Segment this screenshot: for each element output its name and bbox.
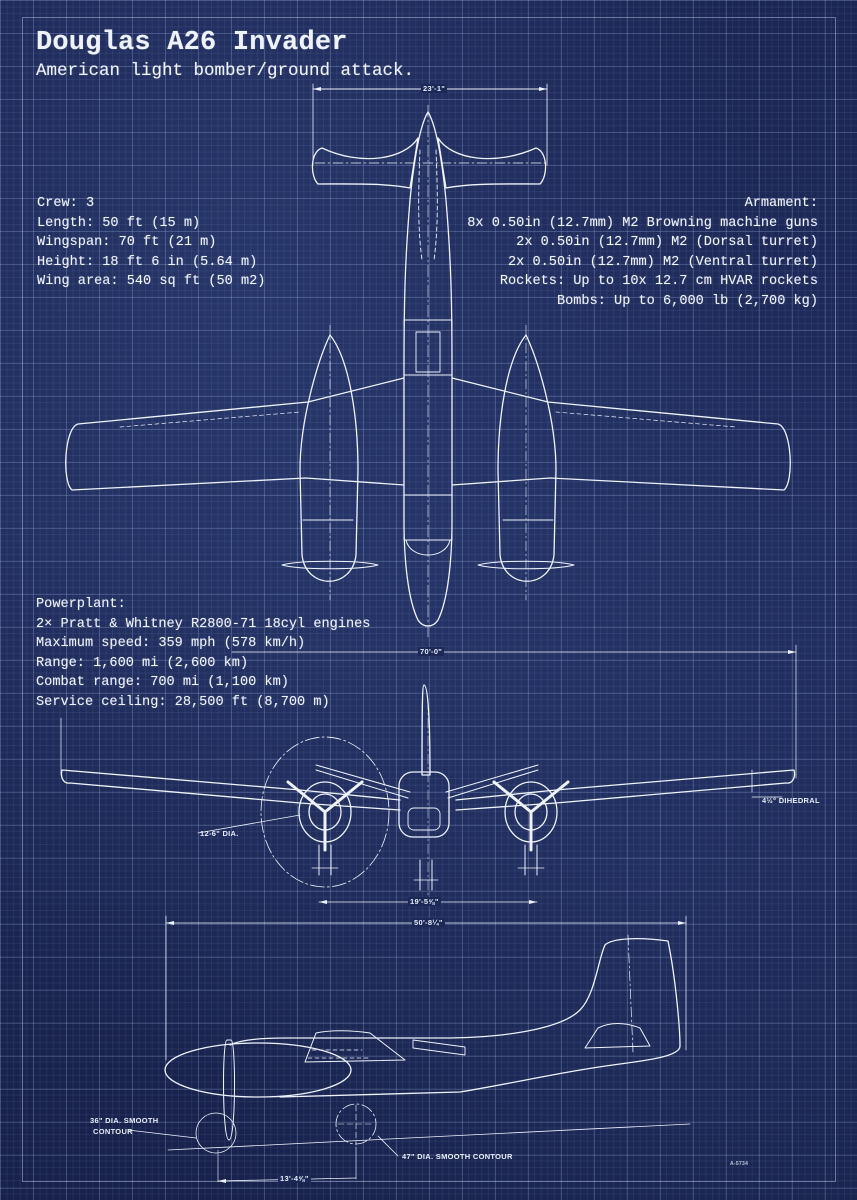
track-dim-label: 19'-5⅝" (408, 897, 441, 906)
general-specs: Crew: 3 Length: 50 ft (15 m) Wingspan: 7… (37, 194, 265, 292)
dihedral-label: 4½° DIHEDRAL (762, 796, 820, 805)
wheel-contour-label: 47" DIA. SMOOTH CONTOUR (402, 1152, 513, 1161)
tailplane-span-label: 23'-1" (421, 84, 448, 93)
wingspan-dim-label: 70'-0" (418, 647, 445, 656)
prop-diameter-label: 12-6" DIA. (200, 829, 239, 838)
performance-item: Range: 1,600 mi (2,600 km) (36, 655, 249, 671)
spec-wingspan: Wingspan: 70 ft (21 m) (37, 235, 217, 251)
spec-crew: Crew: 3 (37, 196, 95, 211)
performance-item: 2× Pratt & Whitney R2800-71 18cyl engine… (36, 616, 371, 632)
performance-item: Service ceiling: 28,500 ft (8,700 m) (36, 694, 330, 710)
drawing-ref-label: A-5734 (730, 1161, 749, 1167)
performance-item: Combat range: 700 mi (1,100 km) (36, 675, 289, 691)
side-view-drawing (127, 915, 691, 1183)
armament-item: 8x 0.50in (12.7mm) M2 Browning machine g… (467, 215, 818, 231)
armament-item: Bombs: Up to 6,000 lb (2,700 kg) (556, 293, 818, 309)
nose-contour-label: 36" DIA. SMOOTH (90, 1116, 159, 1125)
armament-heading: Armament: (744, 196, 818, 211)
plan-view-drawing (65, 83, 791, 641)
spec-height: Height: 18 ft 6 in (5.64 m) (37, 254, 258, 270)
page-subtitle: American light bomber/ground attack. (36, 61, 415, 81)
front-view-drawing (60, 644, 797, 906)
powerplant-heading: Powerplant: (36, 597, 126, 612)
armament-item: 2x 0.50in (12.7mm) M2 (Ventral turret) (508, 254, 818, 270)
performance-item: Maximum speed: 359 mph (578 km/h) (36, 636, 306, 652)
performance-specs: Powerplant: 2× Pratt & Whitney R2800-71 … (36, 595, 370, 713)
page-title: Douglas A26 Invader (36, 28, 348, 58)
spec-wing-area: Wing area: 540 sq ft (50 m2) (37, 274, 266, 290)
nose-contour-label-2: CONTOUR (93, 1127, 133, 1136)
border-frame (22, 17, 836, 1182)
armament-item: 2x 0.50in (12.7mm) M2 (Dorsal turret) (516, 235, 818, 251)
nose-to-gear-dim-label: 13'-4⅝" (278, 1174, 311, 1183)
armament-specs: Armament: 8x 0.50in (12.7mm) M2 Browning… (467, 194, 818, 312)
length-dim-label: 50'-8¼" (412, 918, 445, 927)
spec-length: Length: 50 ft (15 m) (37, 215, 201, 231)
armament-item: Rockets: Up to 10x 12.7 cm HVAR rockets (499, 274, 818, 290)
